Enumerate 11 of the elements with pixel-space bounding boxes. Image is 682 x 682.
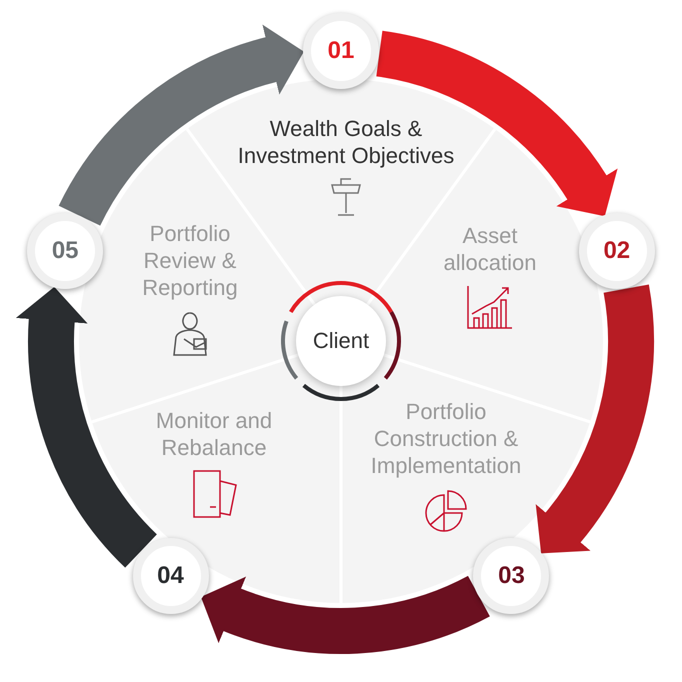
step-title: Monitor and Rebalance [154, 407, 274, 461]
step-title: Portfolio Construction & Implementation [370, 398, 522, 479]
step-number-circle: 05 [27, 213, 104, 290]
cycle-arrow [534, 286, 654, 555]
step-title: Portfolio Review & Reporting [141, 220, 239, 301]
step-title: Asset allocation [442, 222, 538, 276]
step-title: Wealth Goals & Investment Objectives [236, 115, 456, 169]
cycle-arrow [374, 31, 616, 216]
step-number-circle: 01 [303, 13, 379, 89]
step-number-circle: 02 [578, 213, 655, 290]
cycle-arrow [200, 575, 489, 654]
